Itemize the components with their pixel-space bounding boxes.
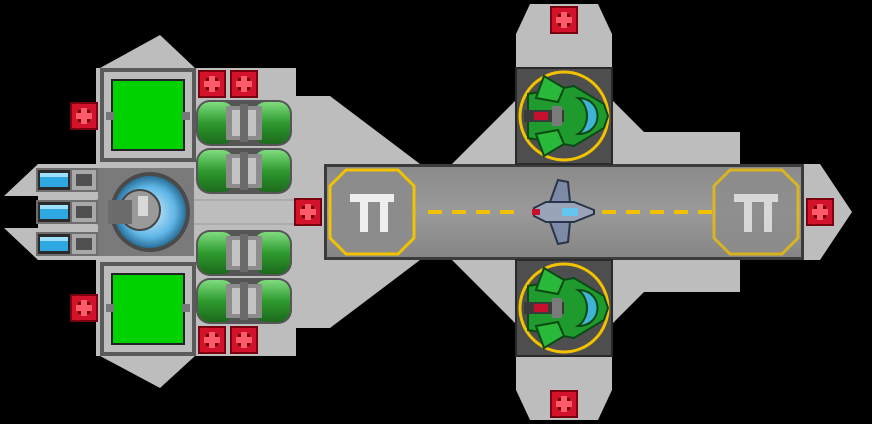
red-hardpoint-icon[interactable]: [806, 198, 834, 226]
thruster-icon: [36, 168, 98, 192]
red-hardpoint-icon[interactable]: [70, 102, 98, 130]
upper-wing-left: [452, 100, 516, 164]
left-nose-upper: [4, 164, 38, 196]
red-hardpoint-icon[interactable]: [550, 390, 578, 418]
lower-hangar-bay: [515, 259, 613, 357]
thruster-icon: [36, 200, 98, 224]
left-nose-lower: [4, 228, 38, 260]
red-hardpoint-icon[interactable]: [230, 70, 258, 98]
left-upper-wing: [100, 35, 195, 68]
lower-tower: [516, 354, 612, 420]
left-lower-wing: [100, 356, 195, 388]
runway-centerline: [428, 210, 712, 214]
red-hardpoint-icon[interactable]: [294, 198, 322, 226]
lower-wing-left: [452, 260, 516, 324]
red-hardpoint-icon[interactable]: [198, 326, 226, 354]
fuel-tank-icon[interactable]: [196, 230, 292, 276]
landing-pad-icon: [328, 168, 416, 256]
shuttle-icon[interactable]: [532, 178, 595, 246]
upper-tower: [516, 4, 612, 70]
upper-wing-right: [612, 100, 740, 164]
fuel-tank-icon[interactable]: [196, 278, 292, 324]
thruster-icon: [36, 232, 98, 256]
cargo-bay-icon[interactable]: [100, 68, 196, 162]
landing-pad-icon: [712, 168, 800, 256]
mid-sweep-upper: [290, 96, 420, 164]
runway-deck: [324, 164, 804, 260]
red-hardpoint-icon[interactable]: [550, 6, 578, 34]
upper-hangar-bay: [515, 67, 613, 165]
red-hardpoint-icon[interactable]: [70, 294, 98, 322]
cockpit-icon[interactable]: [98, 168, 194, 256]
fuel-tank-icon[interactable]: [196, 148, 292, 194]
lower-wing-right: [612, 260, 740, 324]
mid-sweep-lower: [290, 260, 420, 328]
cargo-bay-icon[interactable]: [100, 262, 196, 356]
red-hardpoint-icon[interactable]: [198, 70, 226, 98]
fuel-tank-icon[interactable]: [196, 100, 292, 146]
red-hardpoint-icon[interactable]: [230, 326, 258, 354]
